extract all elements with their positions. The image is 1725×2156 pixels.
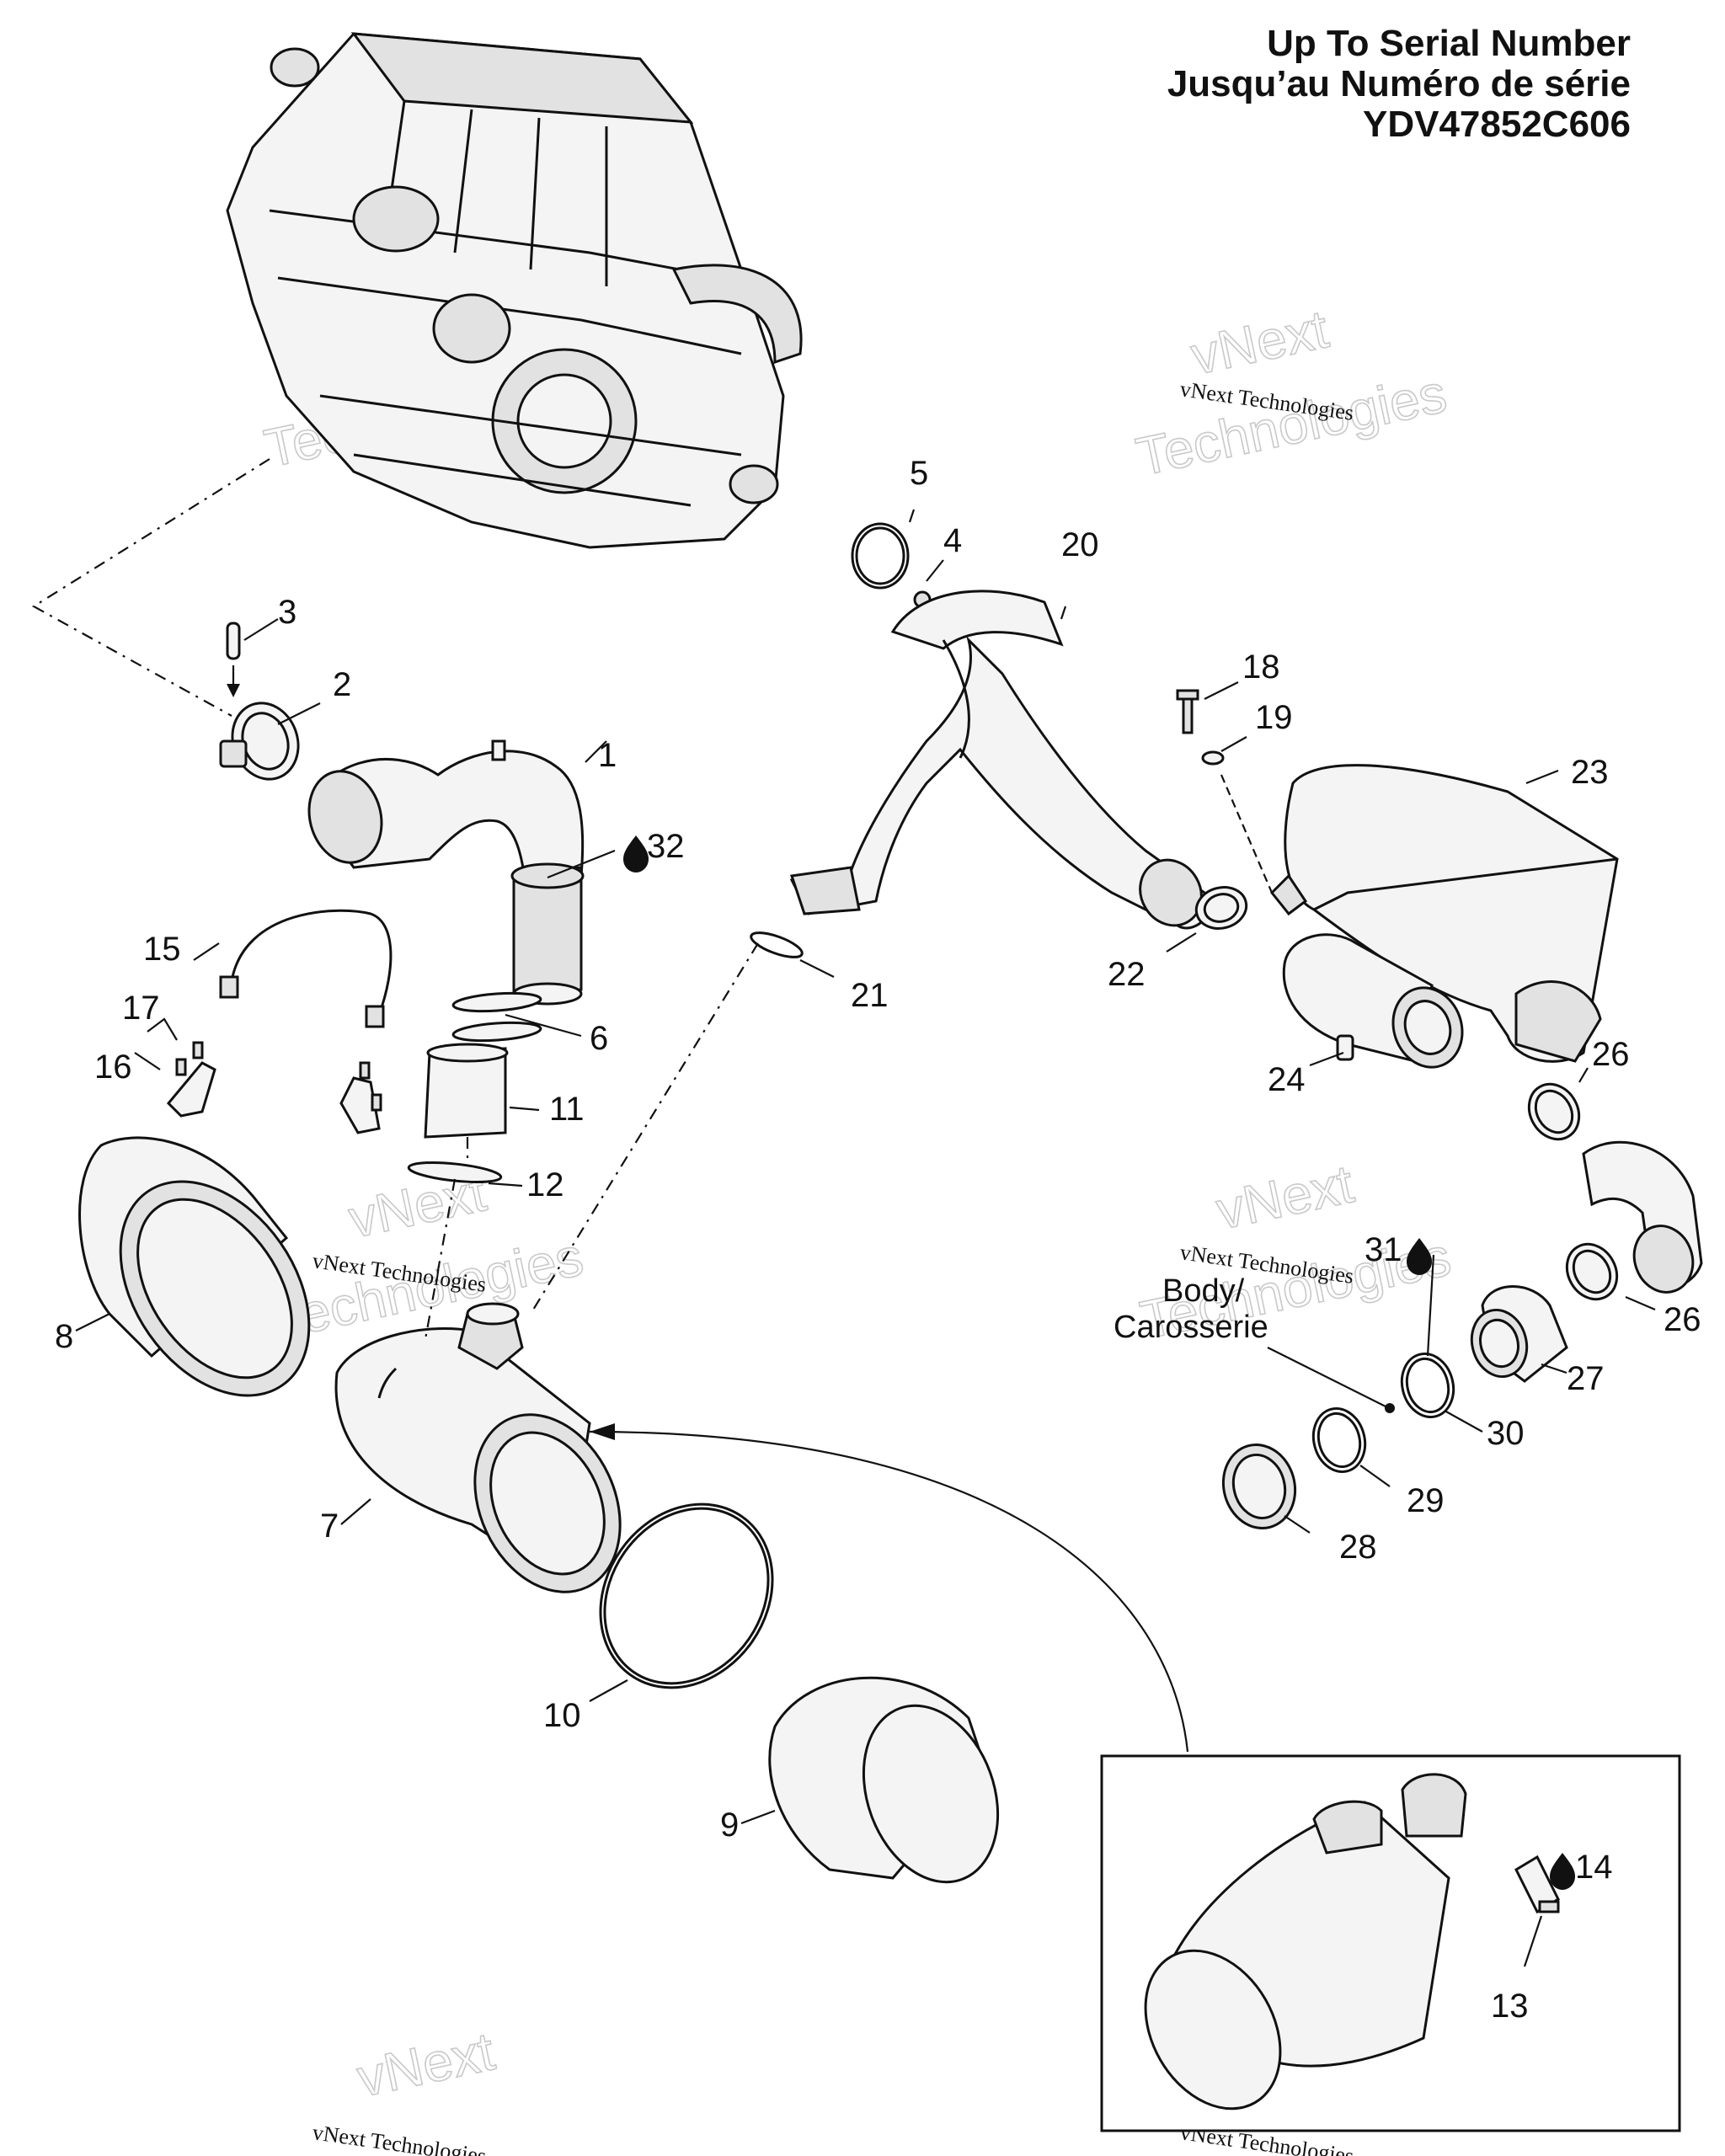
callout-31: 31: [1365, 1231, 1402, 1268]
watermark-5: vNext vNext Technologies: [311, 2020, 500, 2156]
callout-19: 19: [1255, 699, 1293, 736]
callout-24: 24: [1268, 1061, 1306, 1098]
callout-12: 12: [526, 1166, 564, 1203]
wm-big-2a: vNext: [1186, 298, 1333, 386]
callout-2: 2: [333, 666, 351, 703]
callout-11: 11: [549, 1091, 585, 1128]
wm-big-2b: Technologies: [1131, 363, 1451, 488]
callout-7: 7: [320, 1508, 339, 1545]
callout-28: 28: [1339, 1529, 1377, 1566]
callout-5: 5: [910, 455, 928, 492]
part-7-muffler: [334, 1302, 622, 1593]
part-15-strap: [219, 909, 393, 1028]
callout-3: 3: [278, 594, 296, 631]
parts-16-17-brackets: [166, 1041, 382, 1134]
part-1-exhaust-pipe: [307, 739, 585, 1006]
callout-14: 14: [1575, 1849, 1613, 1886]
inset-box: [1100, 1754, 1681, 2132]
header-line-2: Jusqu’au Numéro de série: [1167, 63, 1631, 104]
callout-4: 4: [943, 522, 962, 559]
callout-10: 10: [543, 1697, 581, 1734]
part-2-clamp: [219, 702, 300, 781]
callout-30: 30: [1487, 1415, 1525, 1452]
callout-1: 1: [598, 737, 617, 774]
body-label-line-1: Body/: [1162, 1273, 1245, 1309]
callout-16: 16: [94, 1049, 132, 1086]
callout-32: 32: [647, 828, 685, 865]
part-30-gasket: [1400, 1352, 1455, 1419]
inset-arrow-head: [590, 1423, 615, 1440]
joint-dashline-11-7: [424, 1137, 469, 1340]
callout-20: 20: [1061, 526, 1099, 563]
part-23-resonator: [1269, 764, 1619, 1069]
part-20-elbow: [789, 590, 1211, 930]
elbow-hose: [1582, 1140, 1703, 1294]
part-29-gasket: [1311, 1406, 1367, 1474]
callout-21: 21: [851, 977, 889, 1014]
part-27-fitting: [1470, 1285, 1568, 1383]
header-line-1: Up To Serial Number: [1267, 23, 1631, 64]
wm-text-5: vNext Technologies: [311, 2120, 488, 2156]
oil-drop-icon: [1550, 1853, 1575, 1890]
callout-18: 18: [1242, 648, 1280, 686]
serial-header: Up To Serial Number Jusqu’au Numéro de s…: [1167, 24, 1631, 145]
header-line-3: YDV47852C606: [1362, 104, 1631, 145]
part-21-ring: [750, 931, 804, 958]
callout-29: 29: [1407, 1482, 1445, 1519]
part-5-ring: [851, 522, 910, 590]
part-26-clamps: [1527, 1082, 1619, 1301]
callout-6: 6: [590, 1020, 608, 1057]
callout-26b: 26: [1664, 1301, 1701, 1338]
inset-arrow-curve: [589, 1430, 1189, 1753]
leader-lines: [75, 509, 1656, 1967]
callout-15: 15: [143, 931, 181, 968]
body-label: Body/ Carosserie: [1114, 1273, 1268, 1345]
callout-26a: 26: [1592, 1036, 1630, 1073]
oil-drop-icon: [623, 835, 649, 873]
joint-dashline-21-7: [530, 942, 759, 1315]
part-9-end-cap: [768, 1676, 1000, 1884]
wm-big-4a: vNext: [1211, 1153, 1359, 1241]
part-6-clamps: [451, 991, 542, 1043]
callout-numbers: 1 2 3 4 5 6 7 8 9 10 11 12 13 14 15 16 1…: [55, 455, 1701, 2025]
oil-drop-icon: [1407, 1238, 1432, 1275]
callout-9: 9: [720, 1806, 739, 1844]
part-22-clamp: [1194, 886, 1248, 930]
part-28-nut: [1221, 1443, 1297, 1530]
callout-22: 22: [1108, 956, 1146, 993]
callout-13: 13: [1491, 1988, 1529, 2025]
part-8-cover: [78, 1136, 311, 1397]
callout-8: 8: [55, 1318, 73, 1355]
callout-27: 27: [1567, 1360, 1605, 1397]
engine-to-clamp-dashline: [31, 458, 270, 717]
wm-big-5a: vNext: [352, 2020, 499, 2108]
parts-18-19-bolt: [1176, 689, 1274, 894]
part-24-nut: [1336, 1034, 1354, 1061]
body-leader: [1267, 1347, 1386, 1407]
body-point-dot: [1385, 1403, 1395, 1413]
watermark-2: vNext Technologies vNext Technologies: [1130, 297, 1452, 488]
engine-illustration: [226, 32, 803, 549]
part-3-pin: [226, 622, 241, 697]
part-10-ring: [599, 1502, 774, 1689]
body-label-line-2: Carosserie: [1114, 1310, 1268, 1345]
callout-23: 23: [1571, 754, 1609, 791]
part-11-coupler: [424, 1043, 509, 1139]
callout-17: 17: [122, 990, 160, 1027]
